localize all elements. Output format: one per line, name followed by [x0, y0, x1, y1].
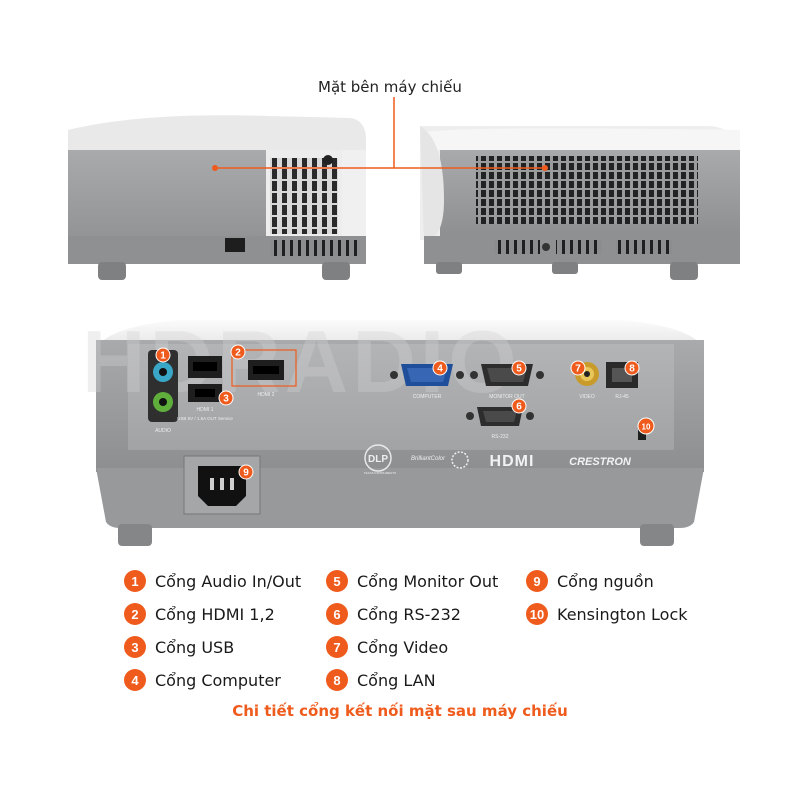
legend-item: 7 Cổng Video — [326, 634, 448, 660]
port-badge-5: 5 — [511, 360, 527, 376]
legend-item: 9 Cổng nguồn — [526, 568, 654, 594]
legend-badge: 8 — [326, 669, 348, 691]
port-badge-8: 8 — [624, 360, 640, 376]
computer-label: COMPUTER — [413, 394, 442, 400]
video-label: VIDEO — [579, 394, 595, 400]
audio-label: AUDIO — [155, 428, 171, 434]
hdmi2-label: HDMI 2 — [258, 392, 275, 398]
legend-badge: 5 — [326, 570, 348, 592]
legend-badge: 9 — [526, 570, 548, 592]
kensington-slot — [638, 428, 646, 440]
side-view-right — [420, 126, 740, 280]
legend-label: Cổng Monitor Out — [357, 571, 499, 591]
side-callout — [212, 97, 548, 171]
side-view-title: Mặt bên máy chiếu — [318, 78, 462, 96]
legend-badge: 6 — [326, 603, 348, 625]
logo-row: DLP TEXAS INSTRUMENTS BrilliantColor HDM… — [364, 444, 632, 475]
legend-label: Cổng USB — [155, 637, 235, 657]
hdmi2-port: HDMI 2 — [231, 349, 297, 398]
legend-item: 1 Cổng Audio In/Out — [124, 568, 301, 594]
port-badge-7: 7 — [570, 360, 586, 376]
port-badge-9: 9 — [238, 464, 254, 480]
rs232-label: RS-232 — [492, 434, 509, 440]
legend-item: 4 Cổng Computer — [124, 667, 281, 693]
dlp-logo: DLP — [368, 454, 388, 465]
rj45-label: RJ-45 — [615, 394, 629, 400]
legend-label: Cổng nguồn — [557, 571, 654, 591]
port-badge-number: 9 — [243, 468, 249, 479]
legend-badge: 4 — [124, 669, 146, 691]
legend-label: Cổng Video — [357, 637, 449, 657]
port-badge-1: 1 — [155, 347, 171, 363]
port-badge-number: 1 — [160, 351, 166, 362]
legend-item: 5 Cổng Monitor Out — [326, 568, 498, 594]
monitor-out-label: MONITOR OUT — [489, 394, 524, 400]
legend-label: Cổng Computer — [155, 670, 281, 690]
rear-view: HDRADIO AUDIO HDMI 1 USB 5V / 1.5A OUT S… — [82, 312, 704, 546]
power-port — [183, 455, 261, 515]
audio-ports: AUDIO — [148, 350, 178, 434]
legend-item: 10 Kensington Lock — [526, 601, 688, 627]
port-badge-6: 6 — [511, 398, 527, 414]
crestron-logo: CRESTRON — [569, 456, 632, 468]
hdmi1-usb-ports: HDMI 1 USB 5V / 1.5A OUT Service — [177, 356, 233, 421]
port-badge-number: 8 — [629, 364, 635, 375]
dlp-sub-logo: TEXAS INSTRUMENTS — [364, 471, 396, 475]
hdmi1-label: HDMI 1 — [197, 407, 214, 413]
side-view-left — [68, 115, 366, 280]
port-badge-3: 3 — [218, 390, 234, 406]
legend-item: 6 Cổng RS-232 — [326, 601, 461, 627]
brilliant-logo: BrilliantColor — [411, 456, 446, 462]
port-badge-number: 10 — [642, 423, 651, 432]
port-badge-number: 6 — [516, 402, 522, 413]
legend-label: Cổng LAN — [357, 670, 436, 690]
port-badge-number: 3 — [223, 394, 229, 405]
hdmi-logo: HDMI — [490, 453, 535, 470]
legend-badge: 3 — [124, 636, 146, 658]
legend-item: 2 Cổng HDMI 1,2 — [124, 601, 275, 627]
legend-label: Cổng RS-232 — [357, 604, 461, 624]
legend-item: 3 Cổng USB — [124, 634, 234, 660]
legend-badge: 7 — [326, 636, 348, 658]
port-badge-4: 4 — [432, 360, 448, 376]
figure-caption: Chi tiết cổng kết nối mặt sau máy chiếu — [232, 702, 568, 720]
usb-label: USB 5V / 1.5A OUT Service — [177, 416, 233, 421]
port-badge-number: 2 — [235, 348, 241, 359]
legend-label: Kensington Lock — [557, 604, 688, 624]
port-badge-number: 7 — [575, 364, 581, 375]
legend-item: 8 Cổng LAN — [326, 667, 436, 693]
legend-badge: 10 — [526, 603, 548, 625]
legend-badge: 2 — [124, 603, 146, 625]
port-badge-2: 2 — [230, 344, 246, 360]
port-badges: 1 2 3 4 5 6 7 8 9 10 — [155, 344, 655, 480]
rs232-port: RS-232 — [466, 407, 534, 440]
port-badge-number: 4 — [437, 364, 443, 375]
watermark-text: HDRADIO — [82, 312, 521, 411]
legend-label: Cổng HDMI 1,2 — [155, 604, 275, 624]
port-badge-10: 10 — [637, 417, 655, 435]
legend-badge: 1 — [124, 570, 146, 592]
port-badge-number: 5 — [516, 364, 522, 375]
legend-label: Cổng Audio In/Out — [155, 571, 302, 591]
